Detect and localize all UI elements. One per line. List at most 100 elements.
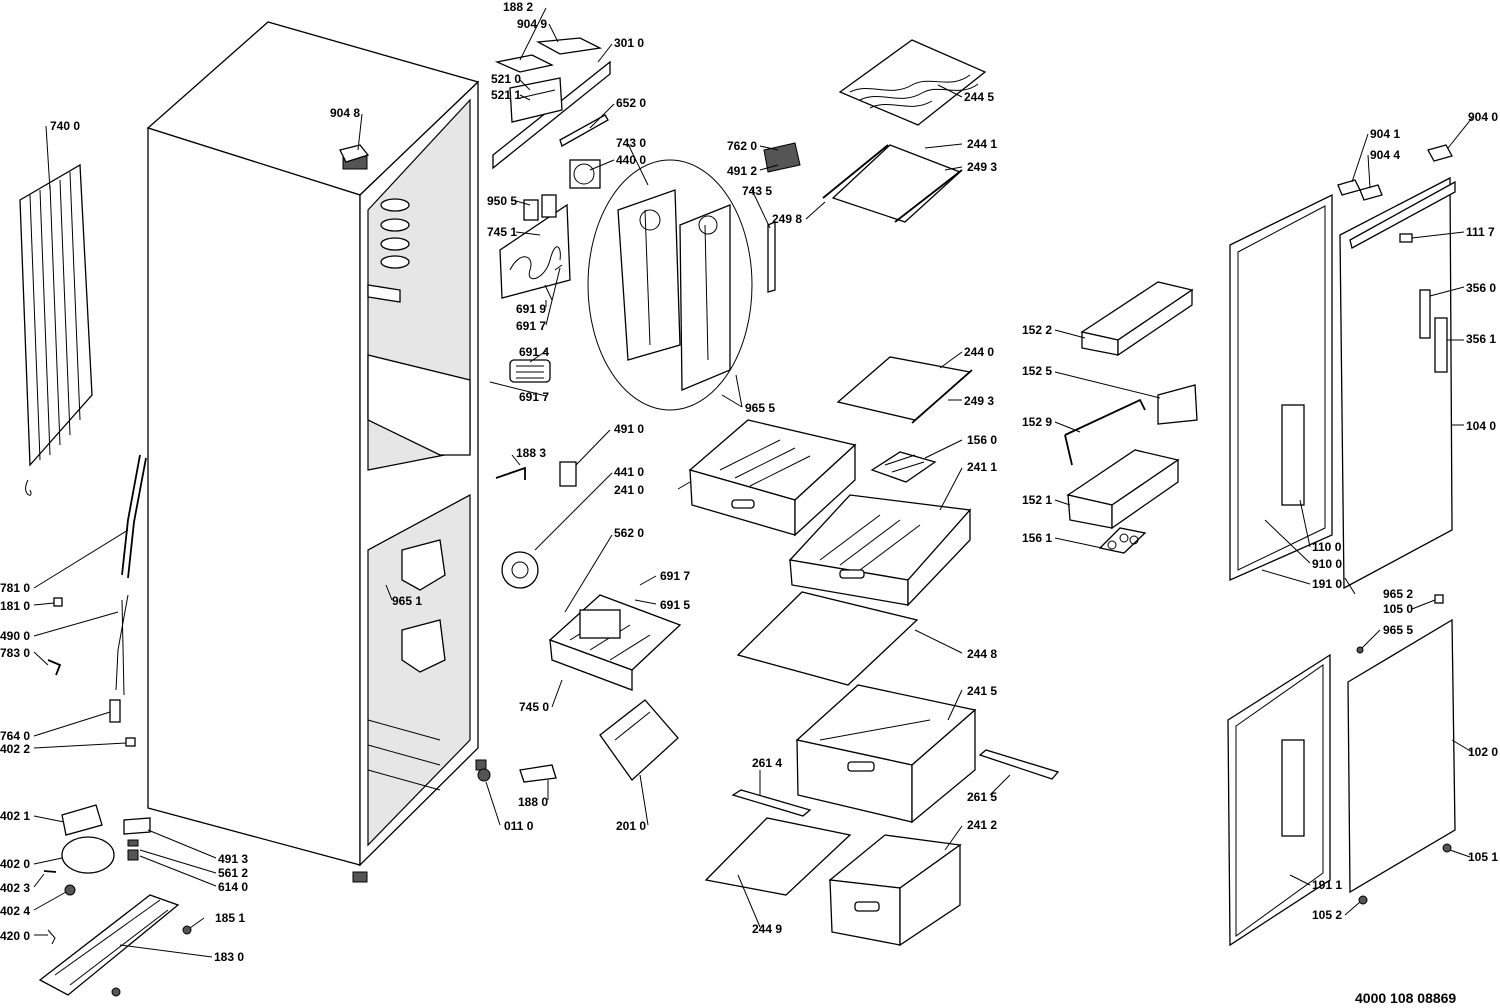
callout-965-5a: 965 5: [745, 401, 776, 415]
bracket-201: [599, 699, 679, 781]
callout-356-1: 356 1: [1466, 332, 1497, 346]
door-gasket-191-0: [1229, 193, 1333, 581]
callout-261-5: 261 5: [967, 790, 998, 804]
callout-691-7a: 691 7: [516, 319, 547, 333]
callout-244-1: 244 1: [967, 137, 998, 151]
callout-152-9: 152 9: [1022, 415, 1053, 429]
hinge-904-4: [1359, 184, 1383, 201]
callout-105-1: 105 1: [1468, 850, 1499, 864]
door-bin-152-1: [1066, 449, 1180, 530]
callout-904-8: 904 8: [330, 106, 361, 120]
callout-743-0: 743 0: [616, 136, 647, 150]
hinge-904-1: [1337, 179, 1361, 196]
glass-shelf-244-8: [736, 591, 919, 686]
callout-102-0: 102 0: [1468, 745, 1499, 759]
callout-691-7b: 691 7: [519, 390, 550, 404]
callout-183-0: 183 0: [214, 950, 245, 964]
callout-241-0: 241 0: [614, 483, 645, 497]
callout-156-1: 156 1: [1022, 531, 1053, 545]
glass-shelf-244-0: [836, 356, 973, 424]
rail-261-4: [731, 789, 812, 817]
callout-188-0: 188 0: [518, 795, 549, 809]
callout-402-1: 402 1: [0, 809, 31, 823]
callout-491-0: 491 0: [614, 422, 645, 436]
freezer-fan-cover: [548, 594, 682, 691]
callout-691-9: 691 9: [516, 302, 547, 316]
fan-housing-group-outline: [587, 159, 753, 411]
condenser: [19, 163, 93, 496]
callout-904-4: 904 4: [1370, 148, 1401, 162]
callout-241-5: 241 5: [967, 684, 998, 698]
callout-152-2: 152 2: [1022, 323, 1053, 337]
callout-965-1: 965 1: [392, 594, 423, 608]
leader-lines: [33, 7, 1473, 958]
callout-745-0: 745 0: [519, 700, 550, 714]
callout-740-0: 740 0: [50, 119, 81, 133]
callout-441-0: 441 0: [614, 465, 645, 479]
callout-402-4: 402 4: [0, 904, 31, 918]
power-cord: [47, 594, 136, 747]
callout-420-0: 420 0: [0, 929, 31, 943]
fridge-door-104-0: [1339, 176, 1456, 590]
callout-691-7c: 691 7: [660, 569, 691, 583]
callout-745-1: 745 1: [487, 225, 518, 239]
callout-181-0: 181 0: [0, 599, 31, 613]
callout-201-0: 201 0: [616, 819, 647, 833]
callout-521-0: 521 0: [491, 72, 522, 86]
callout-249-3a: 249 3: [967, 160, 998, 174]
callout-910-0: 910 0: [1312, 557, 1343, 571]
callout-743-5: 743 5: [742, 184, 773, 198]
wine-rack: [838, 39, 987, 126]
callout-244-9: 244 9: [752, 922, 783, 936]
callout-691-5: 691 5: [660, 598, 691, 612]
door-bin-152-2: [1080, 281, 1194, 357]
callout-614-0: 614 0: [218, 880, 249, 894]
drain-pipe: [121, 454, 141, 576]
callout-191-1: 191 1: [1312, 878, 1343, 892]
fan-housing: [617, 142, 801, 391]
top-cover-parts: [492, 37, 611, 189]
crisper-241-1: [788, 494, 972, 607]
drawer-241-5: [795, 684, 977, 824]
callout-783-0: 783 0: [0, 646, 31, 660]
hinge-cover-904-0: [1427, 144, 1453, 162]
callout-244-0: 244 0: [964, 345, 995, 359]
foot-105-1: [1442, 843, 1452, 853]
callout-152-5: 152 5: [1022, 364, 1053, 378]
fan-motor-parts: [495, 461, 577, 589]
callout-950-5: 950 5: [487, 194, 518, 208]
ice-tray: [870, 451, 937, 483]
callout-356-0: 356 0: [1466, 281, 1497, 295]
wire-152-9: [1064, 398, 1146, 466]
callout-111-7: 111 7: [1466, 225, 1495, 239]
callout-402-0: 402 0: [0, 857, 31, 871]
foot-105-0: [1434, 594, 1444, 604]
callout-249-3b: 249 3: [964, 394, 995, 408]
callout-244-8: 244 8: [967, 647, 998, 661]
callout-105-2: 105 2: [1312, 908, 1343, 922]
document-number: 4000 108 08869: [1355, 990, 1457, 1006]
damper: [509, 359, 551, 383]
callout-249-8: 249 8: [772, 212, 803, 226]
callout-762-0: 762 0: [727, 139, 758, 153]
callout-301-0: 301 0: [614, 36, 645, 50]
callout-402-2: 402 2: [0, 742, 31, 756]
callout-521-1: 521 1: [491, 88, 522, 102]
glass-shelf-244-9: [704, 817, 852, 896]
callout-152-1: 152 1: [1022, 493, 1053, 507]
callout-191-0: 191 0: [1312, 577, 1343, 591]
foot-105-2: [1358, 895, 1368, 905]
evaporator: [499, 194, 571, 299]
drawer-241-2: [828, 834, 962, 947]
screw-965-5b: [1356, 646, 1364, 654]
callout-562-0: 562 0: [614, 526, 645, 540]
door-gasket-191-1: [1227, 653, 1331, 947]
callout-904-9: 904 9: [517, 17, 548, 31]
crisper-241-0: [688, 419, 857, 537]
callout-188-3: 188 3: [516, 446, 547, 460]
callout-241-1: 241 1: [967, 460, 998, 474]
callout-244-5: 244 5: [964, 90, 995, 104]
callout-491-3: 491 3: [218, 852, 249, 866]
